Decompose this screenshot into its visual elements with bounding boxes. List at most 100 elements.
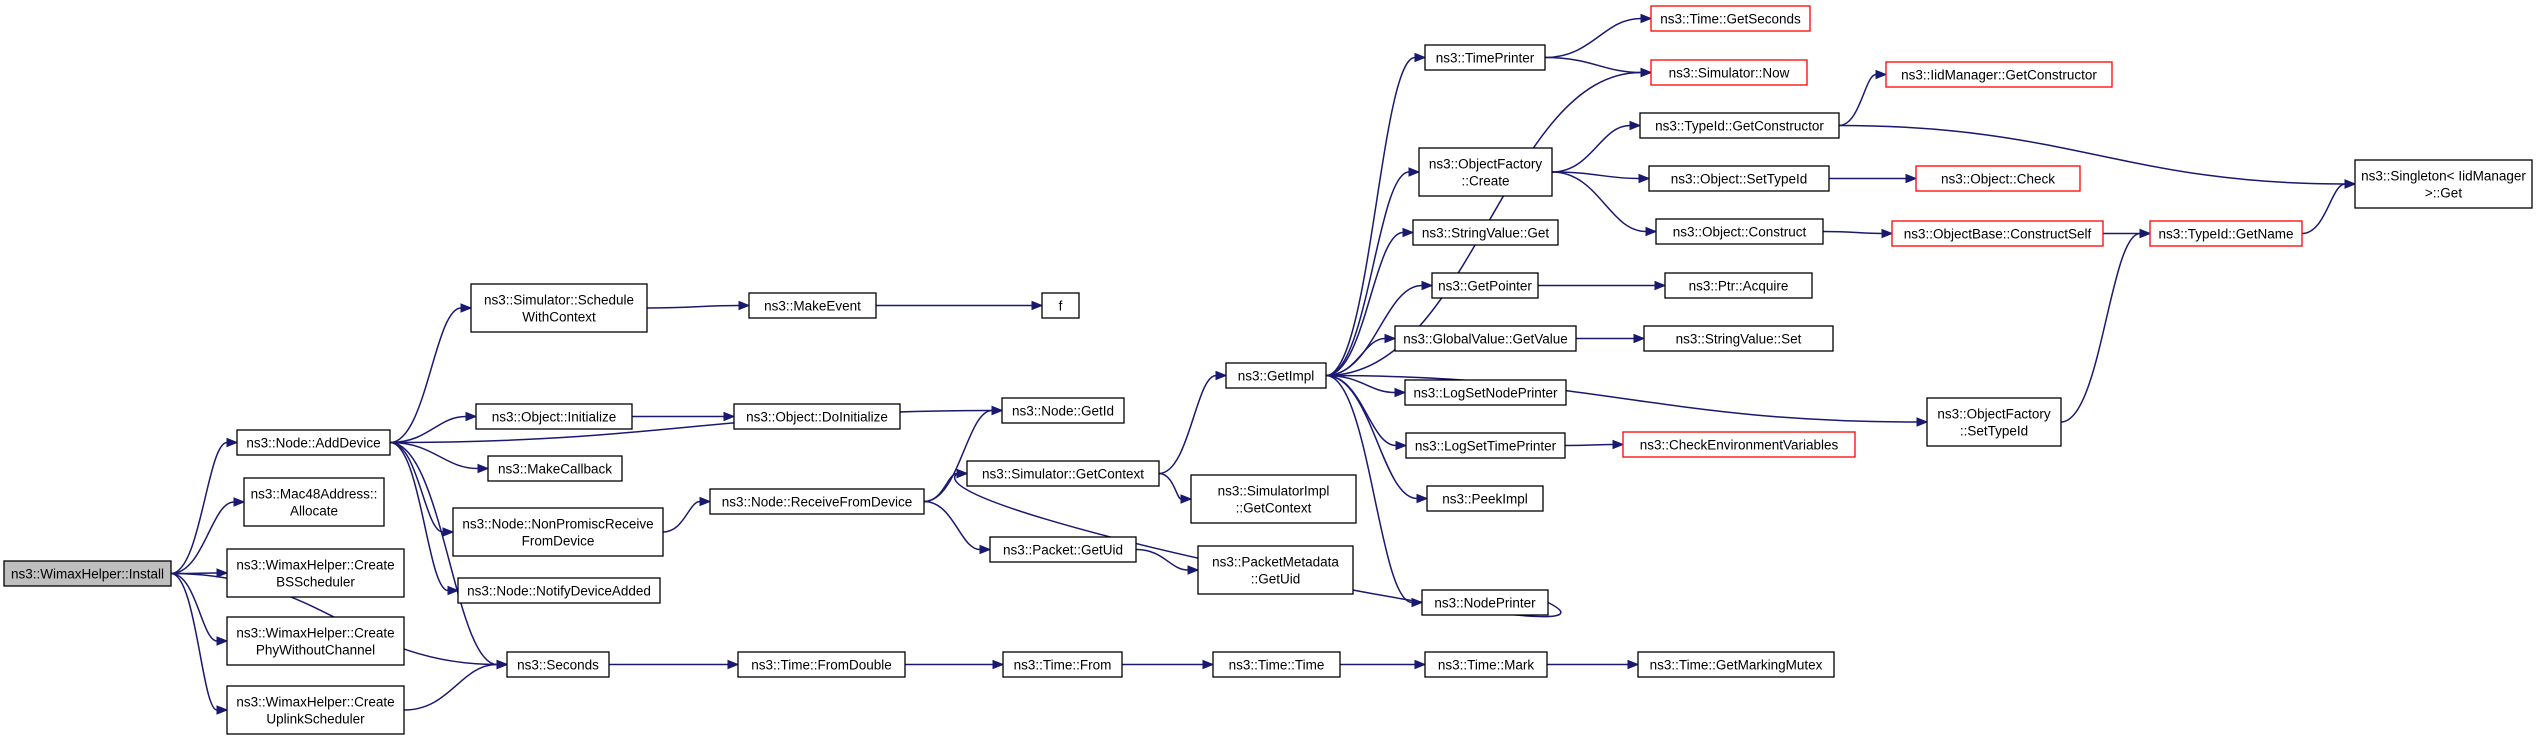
node-simnow[interactable]: ns3::Simulator::Now [1650,59,1808,86]
node-createphy[interactable]: ns3::WimaxHelper::CreatePhyWithoutChanne… [226,616,405,666]
node-box[interactable] [737,651,906,678]
node-box[interactable] [1885,61,2113,88]
node-box[interactable] [1424,651,1548,678]
node-box[interactable] [1431,272,1539,299]
node-obconstructself[interactable]: ns3::ObjectBase::ConstructSelf [1891,220,2104,247]
node-getimpl[interactable]: ns3::GetImpl [1225,362,1327,389]
node-install[interactable]: ns3::WimaxHelper::Install [3,560,172,587]
node-box[interactable] [1412,219,1559,246]
node-ofsettypeid[interactable]: ns3::ObjectFactory::SetTypeId [1926,397,2062,447]
node-receive[interactable]: ns3::Node::ReceiveFromDevice [709,488,925,515]
node-box[interactable] [1190,474,1357,524]
node-timemark[interactable]: ns3::Time::Mark [1424,651,1548,678]
node-logsetnode[interactable]: ns3::LogSetNodePrinter [1404,379,1567,406]
node-getmarkingmutex[interactable]: ns3::Time::GetMarkingMutex [1637,651,1835,678]
node-box[interactable] [487,455,623,482]
node-box[interactable] [733,403,901,430]
node-seconds[interactable]: ns3::Seconds [506,651,610,678]
node-f[interactable]: f [1041,292,1080,319]
node-pmgetuid[interactable]: ns3::PacketMetadata::GetUid [1197,545,1354,595]
node-box[interactable] [966,460,1160,487]
node-adddevice[interactable]: ns3::Node::AddDevice [236,429,391,456]
node-simimplctx[interactable]: ns3::SimulatorImpl::GetContext [1190,474,1357,524]
node-notify[interactable]: ns3::Node::NotifyDeviceAdded [457,577,661,604]
node-timeprinter[interactable]: ns3::TimePrinter [1424,44,1546,71]
node-peekimpl[interactable]: ns3::PeekImpl [1426,485,1544,512]
node-box[interactable] [1212,651,1341,678]
node-ofcreate[interactable]: ns3::ObjectFactory::Create [1418,147,1553,197]
node-singletonget[interactable]: ns3::Singleton< IidManager >::Get [2354,159,2533,209]
node-strvalset[interactable]: ns3::StringValue::Set [1643,325,1834,352]
node-tidgetctor[interactable]: ns3::TypeId::GetConstructor [1639,112,1840,139]
node-box[interactable] [226,685,405,735]
node-box[interactable] [1002,651,1123,678]
node-box[interactable] [1394,325,1577,352]
node-box[interactable] [2354,159,2533,209]
node-objsettypeid[interactable]: ns3::Object::SetTypeId [1648,165,1830,192]
node-box[interactable] [1197,545,1354,595]
node-objconstruct[interactable]: ns3::Object::Construct [1655,218,1824,245]
node-timefrom[interactable]: ns3::Time::From [1002,651,1123,678]
node-box[interactable] [1650,59,1808,86]
node-strvalget[interactable]: ns3::StringValue::Get [1412,219,1559,246]
node-box[interactable] [226,548,405,598]
node-fromdouble[interactable]: ns3::Time::FromDouble [737,651,906,678]
node-box[interactable] [709,488,925,515]
node-box[interactable] [470,283,648,333]
node-objinit[interactable]: ns3::Object::Initialize [475,403,633,430]
node-box[interactable] [1622,431,1856,458]
node-box[interactable] [475,403,633,430]
node-mac48[interactable]: ns3::Mac48Address::Allocate [243,477,385,527]
node-box[interactable] [452,507,664,557]
node-objcheck[interactable]: ns3::Object::Check [1915,165,2081,192]
node-box[interactable] [1426,485,1544,512]
node-box[interactable] [1225,362,1327,389]
node-makecallback[interactable]: ns3::MakeCallback [487,455,623,482]
node-getseconds[interactable]: ns3::Time::GetSeconds [1650,5,1811,32]
node-box[interactable] [1001,397,1125,424]
node-getcontext[interactable]: ns3::Simulator::GetContext [966,460,1160,487]
node-box[interactable] [1926,397,2062,447]
node-box[interactable] [1637,651,1835,678]
node-logsettime[interactable]: ns3::LogSetTimePrinter [1405,432,1566,459]
node-box[interactable] [2149,220,2303,247]
node-box[interactable] [1421,589,1549,616]
node-box[interactable] [226,616,405,666]
node-box[interactable] [1915,165,2081,192]
node-box[interactable] [1648,165,1830,192]
node-box[interactable] [1655,218,1824,245]
node-box[interactable] [457,577,661,604]
node-box[interactable] [748,292,877,319]
node-iidmgrgetctor[interactable]: ns3::IidManager::GetConstructor [1885,61,2113,88]
node-box[interactable] [243,477,385,527]
node-tidgetname[interactable]: ns3::TypeId::GetName [2149,220,2303,247]
node-box[interactable] [3,560,172,587]
node-getuid[interactable]: ns3::Packet::GetUid [989,536,1137,563]
node-box[interactable] [1405,432,1566,459]
node-box[interactable] [1639,112,1840,139]
node-doinit[interactable]: ns3::Object::DoInitialize [733,403,901,430]
node-nodeprinter[interactable]: ns3::NodePrinter [1421,589,1549,616]
node-box[interactable] [1664,272,1813,299]
node-box[interactable] [1643,325,1834,352]
node-box[interactable] [1650,5,1811,32]
node-getid[interactable]: ns3::Node::GetId [1001,397,1125,424]
node-getpointer[interactable]: ns3::GetPointer [1431,272,1539,299]
node-box[interactable] [1891,220,2104,247]
node-box[interactable] [506,651,610,678]
node-timetime[interactable]: ns3::Time::Time [1212,651,1341,678]
node-gvgetvalue[interactable]: ns3::GlobalValue::GetValue [1394,325,1577,352]
node-box[interactable] [1404,379,1567,406]
node-box[interactable] [236,429,391,456]
node-box[interactable] [1424,44,1546,71]
node-box[interactable] [1418,147,1553,197]
node-makeevent[interactable]: ns3::MakeEvent [748,292,877,319]
node-box[interactable] [1041,292,1080,319]
node-ptracquire[interactable]: ns3::Ptr::Acquire [1664,272,1813,299]
node-checkenv[interactable]: ns3::CheckEnvironmentVariables [1622,431,1856,458]
node-box[interactable] [989,536,1137,563]
